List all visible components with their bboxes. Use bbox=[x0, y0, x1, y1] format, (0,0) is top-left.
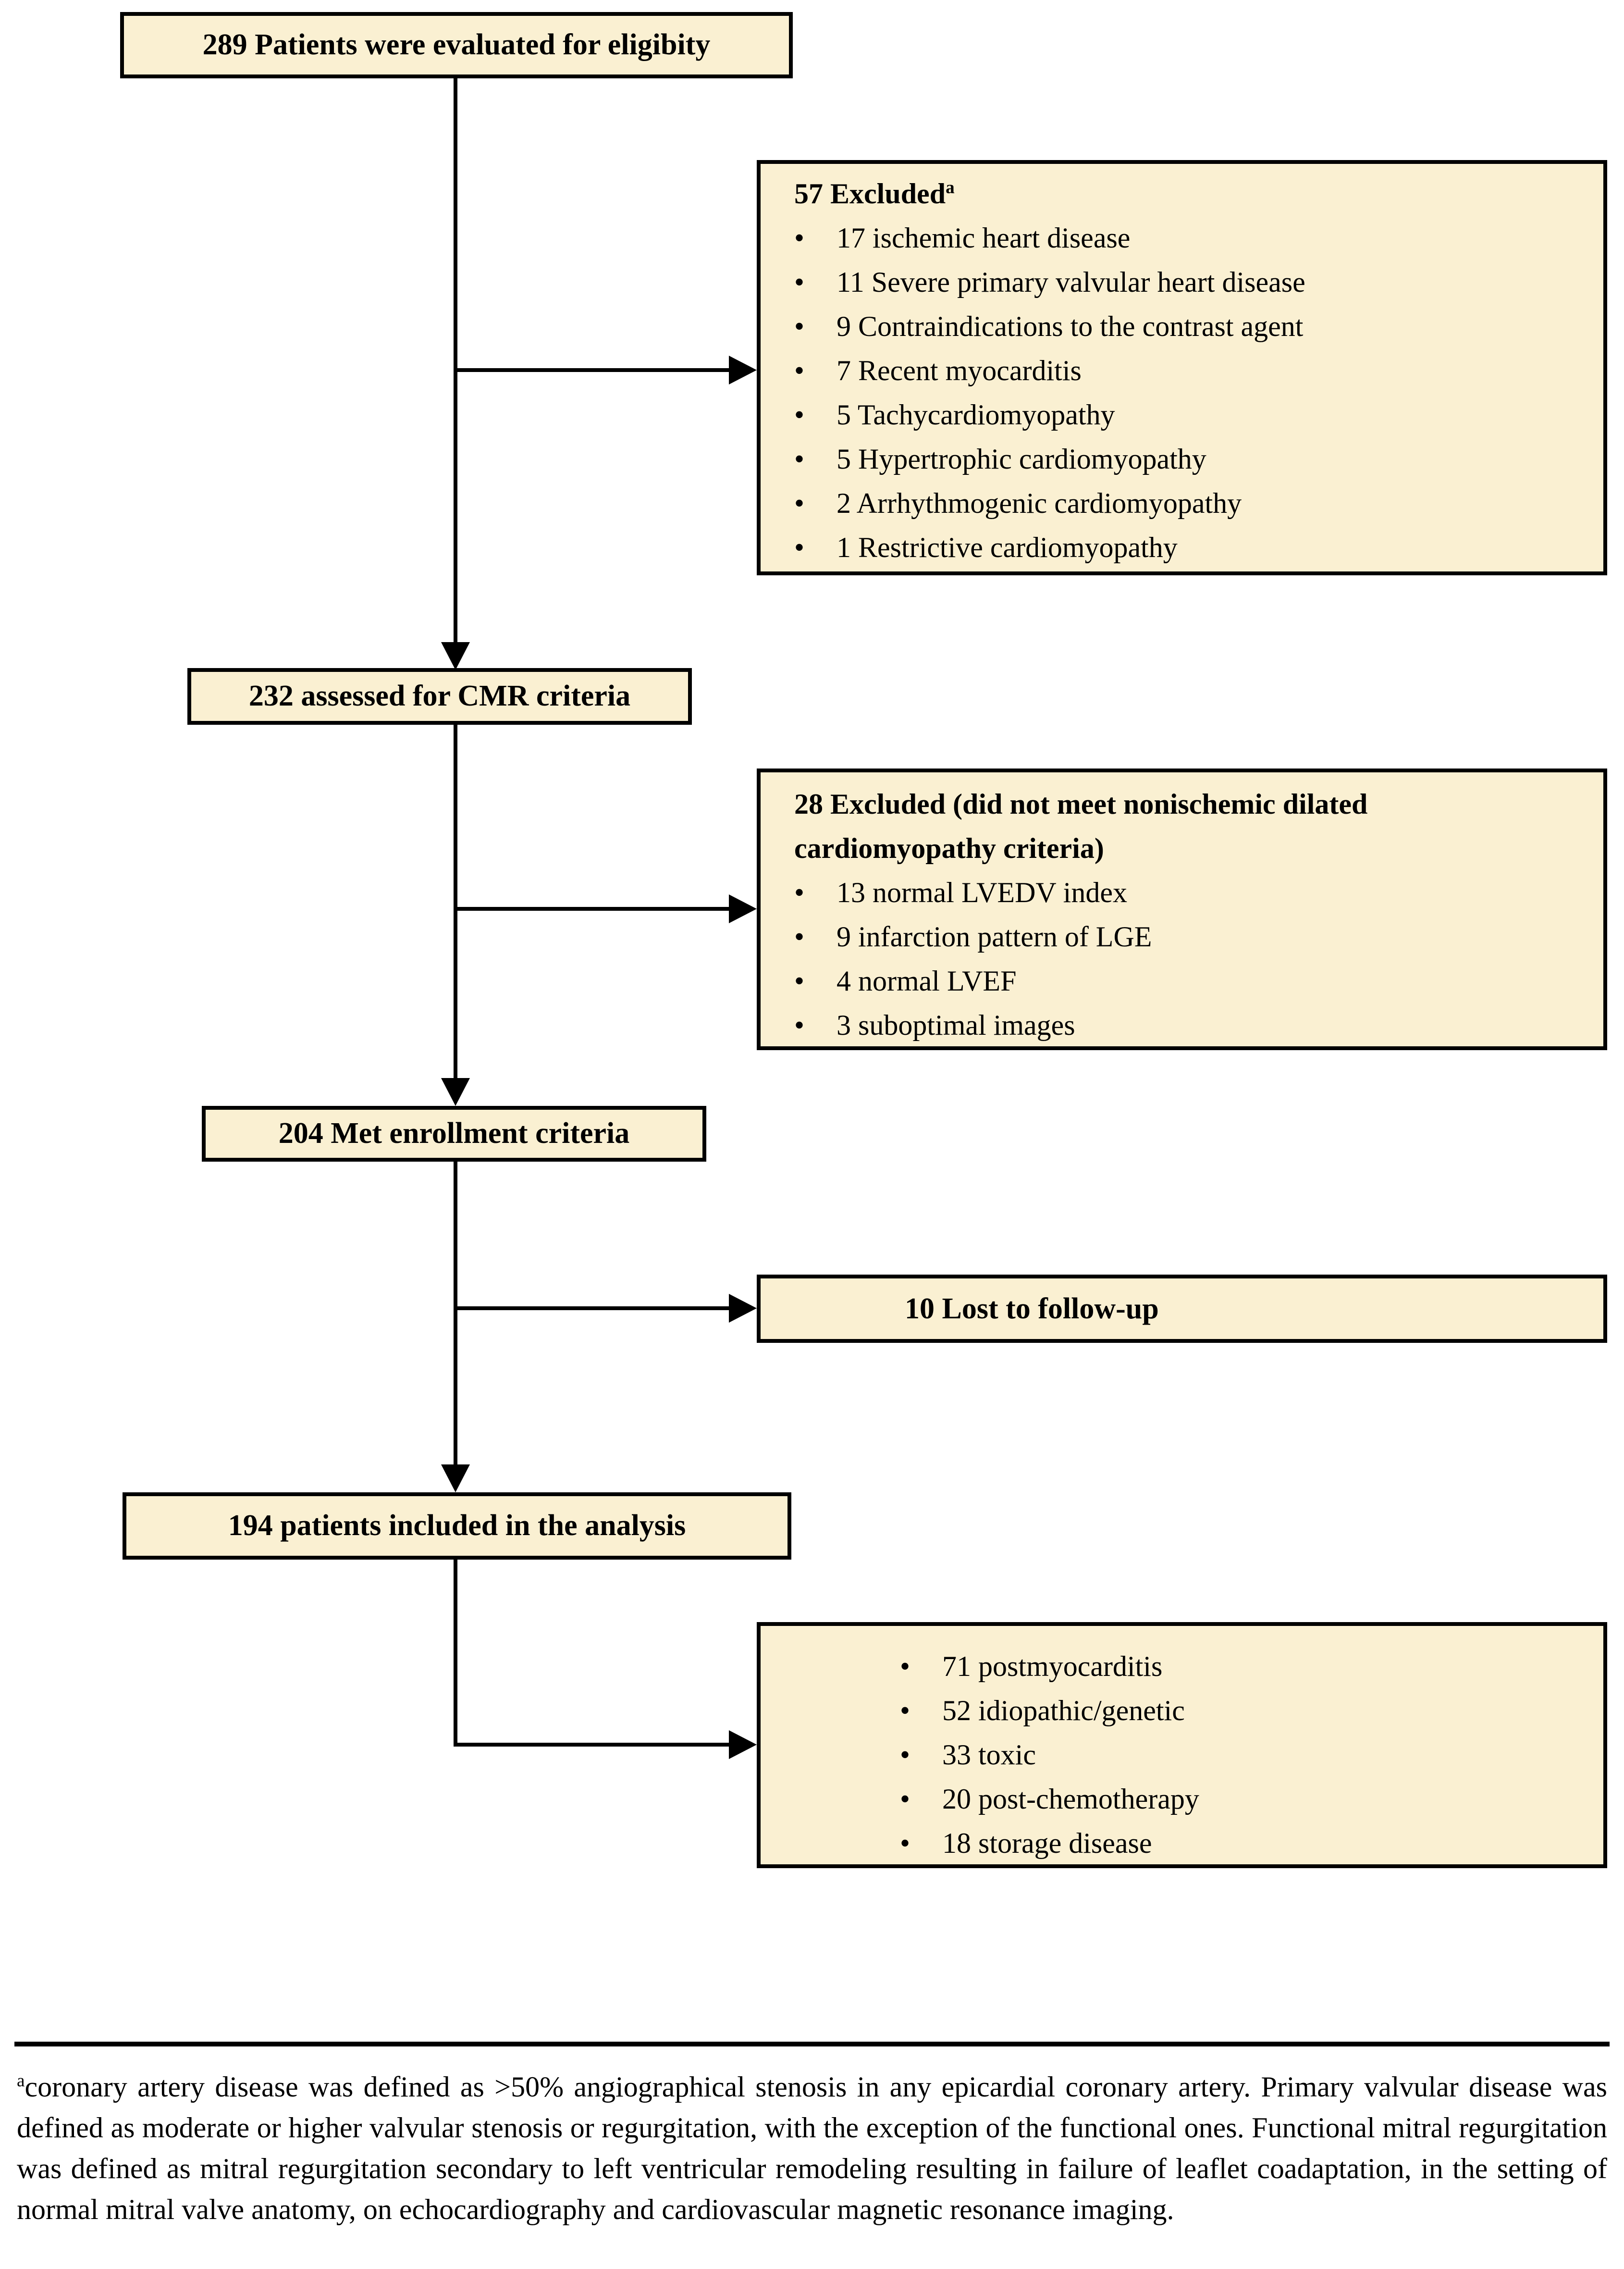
list-item: • 5 Tachycardiomyopathy bbox=[794, 393, 1589, 437]
bullet-icon: • bbox=[794, 310, 805, 342]
connector-line bbox=[455, 1306, 730, 1310]
bullet-icon: • bbox=[794, 877, 805, 908]
bullet-icon: • bbox=[900, 1827, 910, 1859]
flow-box-analysis: 194 patients included in the analysis bbox=[123, 1492, 791, 1560]
bullet-icon: • bbox=[794, 532, 805, 563]
bullet-icon: • bbox=[794, 355, 805, 386]
connector-line bbox=[454, 1161, 457, 1467]
list-item: • 13 normal LVEDV index bbox=[794, 870, 1575, 915]
list-item: • 18 storage disease bbox=[900, 1821, 1589, 1865]
list-item-label: 13 normal LVEDV index bbox=[837, 877, 1127, 908]
list-item-label: 71 postmyocarditis bbox=[942, 1650, 1163, 1682]
excluded-eligibility-footnote-marker: a bbox=[946, 178, 955, 198]
list-item-label: 5 Tachycardiomyopathy bbox=[837, 399, 1115, 431]
list-item-label: 18 storage disease bbox=[942, 1827, 1152, 1859]
footnote-marker: a bbox=[17, 2071, 25, 2091]
connector-line bbox=[454, 724, 457, 1080]
list-item: • 20 post-chemotherapy bbox=[900, 1777, 1589, 1821]
bullet-icon: • bbox=[900, 1650, 910, 1682]
bullet-icon: • bbox=[794, 965, 805, 997]
connector-line bbox=[455, 907, 730, 911]
connector-line bbox=[454, 1559, 457, 1747]
list-item-label: 7 Recent myocarditis bbox=[837, 355, 1082, 386]
arrowhead-right-icon bbox=[729, 356, 757, 384]
list-item: • 7 Recent myocarditis bbox=[794, 348, 1589, 393]
list-item: • 2 Arrhythmogenic cardiomyopathy bbox=[794, 481, 1589, 525]
bullet-icon: • bbox=[794, 443, 805, 475]
flow-box-excluded-cmr: 28 Excluded (did not meet nonischemic di… bbox=[757, 769, 1607, 1050]
arrowhead-right-icon bbox=[729, 894, 757, 923]
list-item-label: 3 suboptimal images bbox=[837, 1009, 1075, 1041]
flow-box-etiology: • 71 postmyocarditis • 52 idiopathic/gen… bbox=[757, 1622, 1607, 1868]
list-item: • 17 ischemic heart disease bbox=[794, 216, 1589, 260]
list-item: • 4 normal LVEF bbox=[794, 959, 1575, 1003]
list-item: • 3 suboptimal images bbox=[794, 1003, 1575, 1047]
bullet-icon: • bbox=[794, 266, 805, 298]
list-item-label: 17 ischemic heart disease bbox=[837, 222, 1131, 254]
list-item: • 11 Severe primary valvular heart disea… bbox=[794, 260, 1589, 304]
excluded-eligibility-title-text: 57 Excluded bbox=[794, 178, 946, 210]
arrowhead-right-icon bbox=[729, 1730, 757, 1759]
list-item: • 71 postmyocarditis bbox=[900, 1644, 1589, 1688]
excluded-eligibility-title: 57 Excludeda bbox=[794, 172, 1589, 216]
flow-box-evaluated: 289 Patients were evaluated for eligibit… bbox=[120, 12, 793, 78]
flow-box-evaluated-label: 289 Patients were evaluated for eligibit… bbox=[202, 28, 711, 62]
list-item: • 9 infarction pattern of LGE bbox=[794, 915, 1575, 959]
list-item-label: 2 Arrhythmogenic cardiomyopathy bbox=[837, 487, 1242, 519]
excluded-cmr-title: 28 Excluded (did not meet nonischemic di… bbox=[794, 788, 1368, 864]
connector-line bbox=[455, 368, 730, 372]
list-item: • 33 toxic bbox=[900, 1733, 1589, 1777]
list-item-label: 1 Restrictive cardiomyopathy bbox=[837, 532, 1178, 563]
arrowhead-down-icon bbox=[441, 1464, 470, 1492]
list-item: • 52 idiopathic/genetic bbox=[900, 1688, 1589, 1733]
list-item-label: 5 Hypertrophic cardiomyopathy bbox=[837, 443, 1206, 475]
list-item: • 5 Hypertrophic cardiomyopathy bbox=[794, 437, 1589, 481]
footnote-text: coronary artery disease was defined as >… bbox=[17, 2071, 1607, 2225]
footnote-divider bbox=[14, 2042, 1610, 2046]
flow-box-lost-followup-label: 10 Lost to follow-up bbox=[905, 1292, 1159, 1325]
list-item-label: 9 infarction pattern of LGE bbox=[837, 921, 1152, 953]
arrowhead-down-icon bbox=[441, 1078, 470, 1106]
arrowhead-down-icon bbox=[441, 642, 470, 670]
flow-box-lost-followup: 10 Lost to follow-up bbox=[757, 1275, 1607, 1343]
flow-box-analysis-label: 194 patients included in the analysis bbox=[228, 1509, 686, 1542]
bullet-icon: • bbox=[900, 1695, 910, 1726]
flow-box-excluded-eligibility: 57 Excludeda • 17 ischemic heart disease… bbox=[757, 160, 1607, 575]
etiology-list: • 71 postmyocarditis • 52 idiopathic/gen… bbox=[900, 1644, 1589, 1865]
footnote: acoronary artery disease was defined as … bbox=[17, 2067, 1607, 2230]
list-item: • 1 Restrictive cardiomyopathy bbox=[794, 525, 1589, 570]
excluded-eligibility-list: • 17 ischemic heart disease • 11 Severe … bbox=[794, 216, 1589, 570]
flow-box-enrollment: 204 Met enrollment criteria bbox=[202, 1106, 706, 1162]
bullet-icon: • bbox=[794, 399, 805, 431]
bullet-icon: • bbox=[794, 1009, 805, 1041]
list-item-label: 9 Contraindications to the contrast agen… bbox=[837, 310, 1304, 342]
bullet-icon: • bbox=[794, 921, 805, 953]
arrowhead-right-icon bbox=[729, 1294, 757, 1323]
list-item: • 9 Contraindications to the contrast ag… bbox=[794, 304, 1589, 348]
bullet-icon: • bbox=[900, 1783, 910, 1815]
flow-box-enrollment-label: 204 Met enrollment criteria bbox=[278, 1117, 630, 1150]
bullet-icon: • bbox=[794, 222, 805, 254]
excluded-cmr-list: • 13 normal LVEDV index • 9 infarction p… bbox=[794, 870, 1575, 1047]
list-item-label: 33 toxic bbox=[942, 1739, 1036, 1771]
bullet-icon: • bbox=[900, 1739, 910, 1771]
list-item-label: 52 idiopathic/genetic bbox=[942, 1695, 1185, 1726]
list-item-label: 11 Severe primary valvular heart disease bbox=[837, 266, 1305, 298]
flow-box-cmr-assessed-label: 232 assessed for CMR criteria bbox=[248, 680, 631, 713]
connector-line bbox=[455, 1743, 730, 1747]
flow-box-cmr-assessed: 232 assessed for CMR criteria bbox=[187, 668, 692, 725]
bullet-icon: • bbox=[794, 487, 805, 519]
list-item-label: 4 normal LVEF bbox=[837, 965, 1017, 997]
connector-line bbox=[454, 77, 457, 645]
list-item-label: 20 post-chemotherapy bbox=[942, 1783, 1199, 1815]
